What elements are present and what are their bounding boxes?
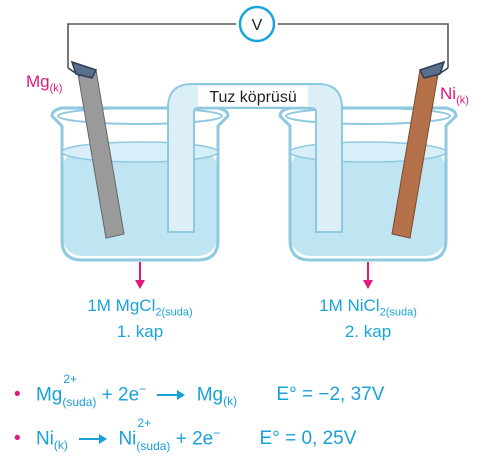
reaction-2-potential: E° = 0, 25V	[259, 428, 357, 450]
mg-electrode-label: Mg(k)	[26, 72, 62, 94]
mg-label-state: (k)	[49, 82, 63, 95]
reaction-2-electrons: + 2e	[175, 428, 214, 450]
reaction-1-potential: E° = −2, 37V	[276, 384, 385, 406]
left-cup-label: 1. kap	[116, 322, 164, 341]
mg-label-metal: Mg	[26, 72, 50, 91]
left-beaker	[50, 106, 230, 262]
reaction-1-bullet: •	[14, 384, 21, 406]
reaction-1-electrons: + 2e	[101, 384, 140, 406]
right-pointer-arrow	[363, 262, 373, 289]
left-solution-label: 1M MgCl2(suda)	[70, 296, 210, 318]
reaction-1-electron-charge: −	[139, 382, 147, 396]
reaction-2-reactant: Ni	[35, 428, 54, 450]
reaction-2-electron-charge: −	[213, 426, 221, 440]
ni-electrode-label: Ni(k)	[440, 84, 469, 106]
reaction-2-product: Ni	[118, 428, 137, 450]
salt-bridge	[167, 83, 343, 233]
right-solution-sub: 2(suda)	[379, 306, 417, 319]
right-cup-label: 2. kap	[344, 322, 392, 341]
right-beaker	[278, 106, 458, 262]
reaction-2-product-charge: 2+	[137, 416, 152, 431]
left-solution-prefix: 1M MgCl	[87, 296, 156, 315]
left-solution-sub: 2(suda)	[155, 306, 193, 319]
reaction-1-reactant: Mg	[35, 384, 63, 406]
reaction-2-reactant-state: (k)	[53, 438, 68, 453]
right-solution-prefix: 1M NiCl	[319, 296, 380, 315]
reaction-1-reactant-state: (suda)	[62, 395, 97, 410]
mg-clip	[67, 60, 98, 79]
reaction-1-reactant-charge: 2+	[63, 372, 78, 387]
left-pointer-arrow	[135, 262, 145, 289]
reaction-1-arrow-icon	[157, 390, 186, 401]
galvanic-cell-diagram: V Tuz köprüsü	[50, 5, 458, 289]
salt-bridge-label-box	[198, 86, 308, 106]
ni-clip	[418, 60, 449, 79]
salt-bridge-label: Tuz köprüsü	[209, 89, 296, 106]
reaction-2-bullet: •	[14, 428, 21, 450]
reaction-2-product-state: (suda)	[136, 439, 171, 454]
voltmeter-symbol: V	[252, 17, 263, 34]
external-wire	[67, 23, 449, 68]
ni-label-metal: Ni	[440, 84, 457, 103]
right-solution-label: 1M NiCl2(suda)	[298, 296, 438, 318]
reaction-1-product-state: (k)	[223, 394, 238, 409]
reaction-2-arrow-icon	[79, 434, 108, 445]
ni-label-state: (k)	[456, 94, 469, 107]
reaction-1-product: Mg	[196, 384, 224, 406]
voltmeter	[238, 5, 276, 43]
